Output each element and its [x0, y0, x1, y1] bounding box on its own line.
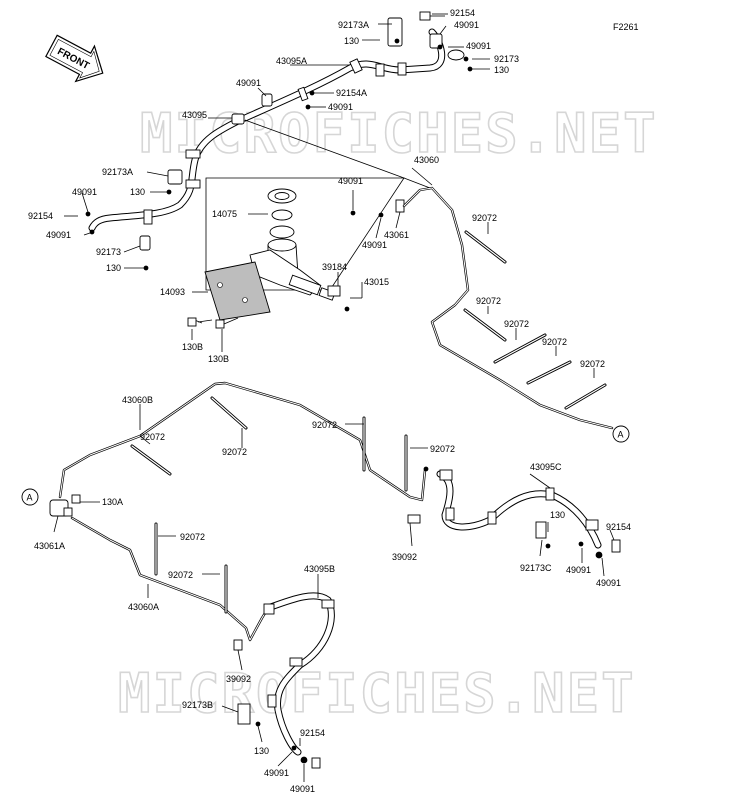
- label-130-l1: 130: [130, 187, 145, 197]
- label-43015: 43015: [364, 277, 389, 287]
- watermark-bottom: MICROFICHES.NET: [118, 662, 636, 725]
- label-49091-b: 49091: [328, 102, 353, 112]
- label-92173a-top: 92173A: [338, 20, 369, 30]
- callout-a-right: A: [612, 425, 630, 443]
- figure-code: F2261: [613, 22, 639, 32]
- label-92154-right: 92154: [606, 522, 631, 532]
- label-92154a: 92154A: [336, 88, 367, 98]
- label-130b-2: 130B: [208, 354, 229, 364]
- clamp-ties-43060b: [130, 396, 408, 492]
- hose-43095c: [407, 466, 621, 559]
- top-right-fittings: [261, 11, 473, 110]
- label-43060: 43060: [414, 155, 439, 165]
- callout-a-left-label: A: [27, 493, 33, 503]
- front-arrow-icon: FRONT: [45, 34, 104, 83]
- callout-a-left: A: [21, 488, 39, 506]
- label-92072-r5: 92072: [580, 359, 605, 369]
- label-49091-r1: 49091: [566, 565, 591, 575]
- hose-43095: [85, 113, 245, 271]
- label-92072-r1: 92072: [472, 213, 497, 223]
- clamp-ties-43060a: [154, 522, 228, 614]
- watermark-top: MICROFICHES.NET: [140, 102, 658, 165]
- label-92173-left: 92173: [96, 247, 121, 257]
- label-43095a: 43095A: [276, 56, 307, 66]
- label-130-right: 130: [550, 510, 565, 520]
- label-130-top2: 130: [494, 65, 509, 75]
- label-130a: 130A: [102, 497, 123, 507]
- pipe-43060a: [70, 516, 272, 642]
- label-43095b: 43095B: [304, 564, 335, 574]
- label-49091-l2: 49091: [46, 230, 71, 240]
- label-130b-1: 130B: [182, 342, 203, 352]
- callout-a-right-label: A: [618, 430, 624, 440]
- label-92154-top: 92154: [450, 8, 475, 18]
- label-130-top1: 130: [344, 36, 359, 46]
- label-92173c: 92173C: [520, 563, 552, 573]
- label-43095c: 43095C: [530, 462, 562, 472]
- label-49091-l1: 49091: [72, 187, 97, 197]
- label-92072-r4: 92072: [542, 337, 567, 347]
- hose-43095b: [233, 592, 335, 769]
- label-92072-m5: 92072: [180, 532, 205, 542]
- label-92072-r2: 92072: [476, 296, 501, 306]
- label-43061a: 43061A: [34, 541, 65, 551]
- label-39092-bottom: 39092: [226, 674, 251, 684]
- label-130-bottom: 130: [254, 746, 269, 756]
- label-43060a: 43060A: [128, 602, 159, 612]
- label-92072-m2: 92072: [222, 447, 247, 457]
- label-92173-top: 92173: [494, 54, 519, 64]
- clamp-ties-43060: [463, 230, 607, 410]
- pipe-43060b: [58, 381, 427, 502]
- label-49091-c: 49091: [338, 176, 363, 186]
- label-92154-bottom: 92154: [300, 728, 325, 738]
- label-39092-right: 39092: [392, 552, 417, 562]
- label-49091-top1: 49091: [454, 20, 479, 30]
- label-49091-b1: 49091: [264, 768, 289, 778]
- label-92072-m6: 92072: [168, 570, 193, 580]
- label-92072-m4: 92072: [430, 444, 455, 454]
- label-130-l2: 130: [106, 263, 121, 273]
- label-43095: 43095: [182, 110, 207, 120]
- label-92173b: 92173B: [182, 700, 213, 710]
- label-14075: 14075: [212, 209, 237, 219]
- label-92072-m3: 92072: [312, 420, 337, 430]
- label-14093: 14093: [160, 287, 185, 297]
- label-43060b: 43060B: [122, 395, 153, 405]
- label-49091-b2: 49091: [290, 784, 315, 794]
- label-92154-left: 92154: [28, 211, 53, 221]
- label-39184: 39184: [322, 262, 347, 272]
- hose-43095a: [241, 28, 446, 122]
- part-labels: 92154 92173A 49091 130 49091 92173 130 4…: [28, 8, 631, 794]
- junction-43061a: [49, 494, 81, 517]
- label-49091-top2: 49091: [466, 41, 491, 51]
- leader-lines: [53, 13, 615, 782]
- label-43061: 43061: [384, 230, 409, 240]
- label-92173a-left: 92173A: [102, 167, 133, 177]
- label-92072-m1: 92072: [140, 432, 165, 442]
- label-49091-d: 49091: [362, 240, 387, 250]
- bracket-14093: [187, 261, 271, 329]
- label-49091-r2: 49091: [596, 578, 621, 588]
- label-92072-r3: 92072: [504, 319, 529, 329]
- pipe-43060: [402, 186, 614, 430]
- label-49091-a: 49091: [236, 78, 261, 88]
